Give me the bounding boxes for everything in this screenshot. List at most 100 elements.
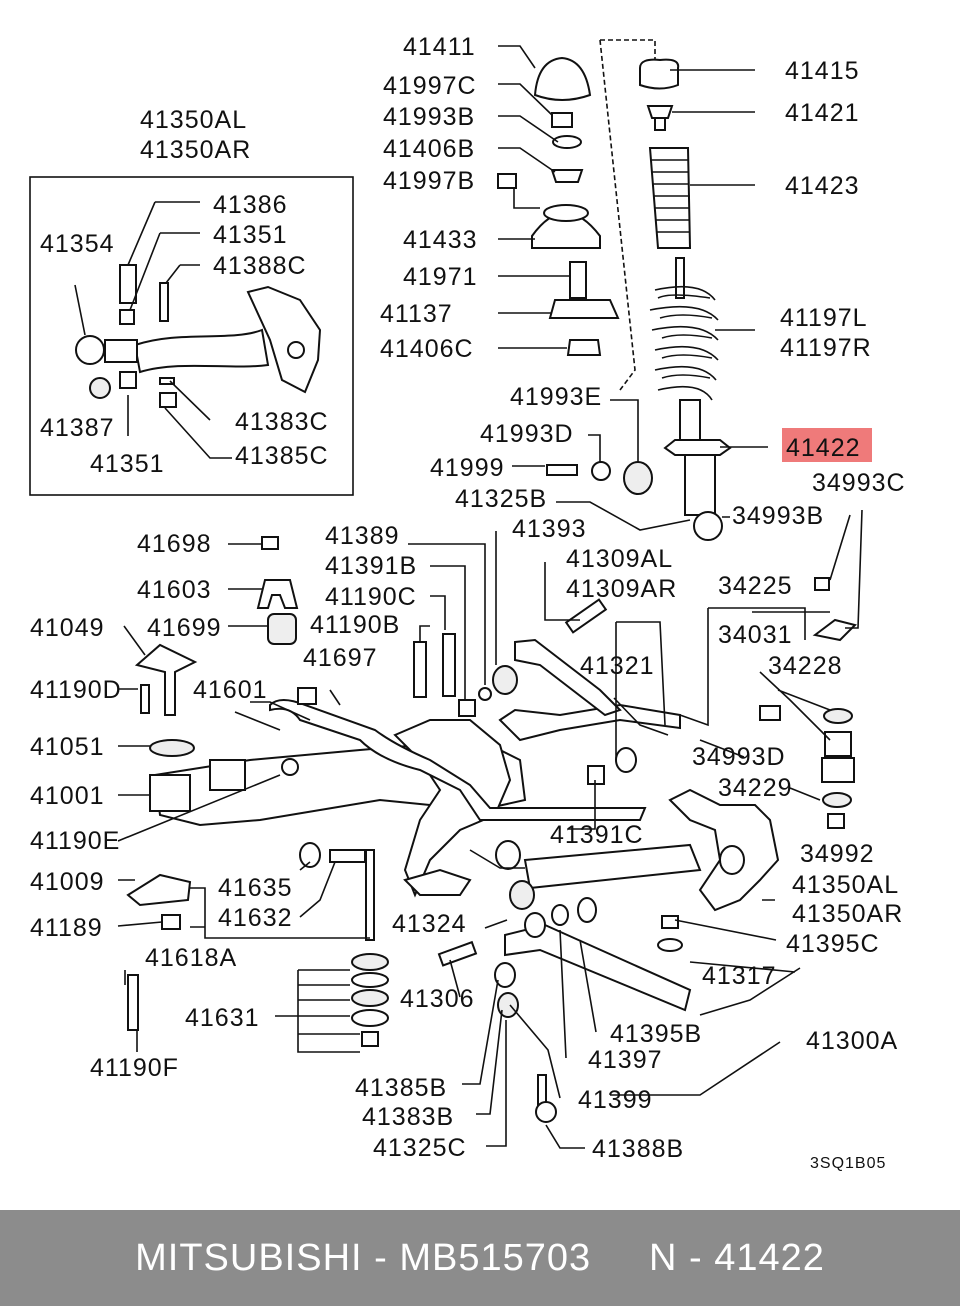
bolt-41190E-part [281,758,299,776]
label-41325C: 41325C [373,1134,467,1162]
label-41697: 41697 [303,644,378,672]
lower-arm-part [523,843,702,890]
bush-41631-c-part [351,989,389,1007]
parts-diagram: 41350AL 41350AR 41386 41354 41351 41388C… [29,33,905,1172]
label-41391C: 41391C [550,821,644,849]
label-41190E: 41190E [30,827,120,855]
bracket-34031-part [812,618,857,642]
label-41397: 41397 [588,1046,663,1074]
label-41350AL: 41350AL [792,871,899,899]
label-41389: 41389 [325,522,400,550]
washer-41399-part [577,897,597,923]
footer-bar: MITSUBISHI - MB515703 N - 41422 [0,1210,960,1306]
inset-ball-joint-part [75,335,105,365]
stud-41190F-part [127,974,139,1031]
pad-41051-part [149,739,195,757]
label-41351-top: 41351 [213,221,288,249]
mount-41009-part [126,873,192,907]
label-41406B: 41406B [383,135,475,163]
diagram-code: 3SQ1B05 [810,1155,886,1172]
crossmember-assembly [149,638,780,1012]
arm-bracket-part [403,868,472,896]
label-41395B: 41395B [610,1020,702,1048]
inset-knuckle-hole [287,341,305,359]
label-41350AR: 41350AR [792,900,903,928]
bush-41631-d-part [351,1009,389,1027]
label-41309AL: 41309AL [566,545,673,573]
washer-41397-part [551,904,569,926]
part-labels: 41350AL 41350AR 41386 41354 41351 41388C… [30,33,905,1172]
shock-body-lower-part [684,454,716,516]
strut-mount-stack [497,39,691,531]
cup-washer-part [646,105,674,119]
bush-41324-part [495,840,521,870]
small-nut-part [497,173,517,189]
label-41189: 41189 [30,914,103,942]
label-41190C: 41190C [325,583,417,611]
trailing-link-part [514,638,622,717]
spring-seat-part [548,299,620,319]
link-rod-part [365,849,375,941]
inset-bush-part [89,377,111,399]
label-41993B: 41993B [383,103,475,131]
label-41351-bottom: 41351 [90,450,165,478]
label-41051: 41051 [30,733,105,761]
label-41190B: 41190B [310,611,400,639]
link-41632-part [329,849,366,863]
label-41009: 41009 [30,868,105,896]
bush-41383B-part [497,992,519,1018]
label-41393: 41393 [512,515,587,543]
label-41388C: 41388C [213,252,307,280]
bolt-41190D-part [140,684,150,714]
bolt-41190B-part [413,641,427,698]
label-41137: 41137 [380,300,453,328]
strut-cap-part [533,56,592,101]
label-34993D: 34993D [692,743,786,771]
footer-text: MITSUBISHI - MB515703 N - 41422 [135,1236,825,1279]
inset-frame [29,176,354,496]
leader-lines [117,509,863,1149]
label-41385C: 41385C [235,442,329,470]
washer-34228-part [823,708,853,724]
label-41603: 41603 [137,576,212,604]
nut-41631-part [361,1031,379,1047]
label-41388B: 41388B [592,1135,684,1163]
label-41423: 41423 [785,172,860,200]
label-41197R: 41197R [780,334,872,362]
label-41997C: 41997C [383,72,477,100]
washer-part [552,135,582,149]
label-41321: 41321 [580,652,655,680]
knuckle-hole-part [719,845,745,875]
bump-washer-part [550,169,584,183]
label-41300A: 41300A [806,1027,898,1055]
washer-41993D-part [591,461,611,481]
label-41383C: 41383C [235,408,329,436]
label-41618A: 41618A [145,944,237,972]
label-41415: 41415 [785,57,860,85]
footer-ref: N - 41422 [648,1236,825,1279]
bolt-41999-part [546,464,578,476]
inset-washer2-part [159,377,175,385]
label-41422: 41422 [786,434,861,462]
highlight-41422 [782,428,872,462]
label-41049: 41049 [30,614,105,642]
label-41197L: 41197L [780,304,868,332]
label-41421: 41421 [785,99,860,127]
bolt-34993D-part [759,705,781,721]
inset-lower-arm-assembly [29,176,354,496]
label-41699: 41699 [147,614,222,642]
footer-brand: MITSUBISHI [135,1236,363,1279]
left-mount-part [149,774,191,812]
nut-41391C-part [587,765,605,785]
bush-41699-part [267,613,297,645]
label-34993B: 34993B [732,502,824,530]
label-41350AR-inset: 41350AR [140,136,251,164]
nut-34992-part [827,813,845,829]
label-41433: 41433 [403,226,478,254]
label-41391B: 41391B [325,552,417,580]
bush-41385B-part [494,962,516,988]
bush-41631-a-part [351,953,389,971]
label-41399: 41399 [578,1086,653,1114]
footer-part-number: MB515703 [399,1236,592,1279]
bolt-41393-part [564,598,608,634]
